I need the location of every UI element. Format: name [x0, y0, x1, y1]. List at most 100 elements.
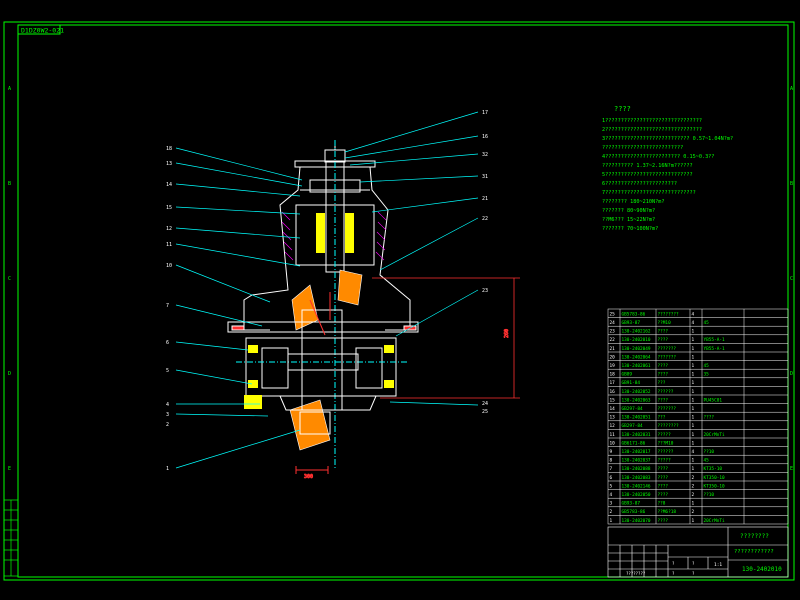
bom-cell: 1 — [692, 363, 695, 369]
bom-cell: 15 — [610, 397, 616, 403]
balloon-number: 12 — [166, 226, 172, 232]
bom-cell: 7 — [610, 466, 613, 472]
bom-cell: 130-2402010 — [622, 337, 651, 343]
revision-strip — [3, 499, 19, 577]
balloon-number: 4 — [166, 402, 169, 408]
note-line: ??????? 80~90N?m? — [602, 208, 655, 214]
bom-cell: 22 — [610, 337, 616, 343]
bom-cell: 2 — [692, 475, 695, 481]
bom-cell: ???? — [658, 372, 669, 378]
balloon-number: 6 — [166, 340, 169, 346]
svg-text:A: A — [790, 86, 793, 92]
note-line: 2??????????????????????????????? — [602, 127, 702, 133]
bom-cell: 130-2402017 — [622, 449, 651, 455]
note-line: 1??????????????????????????????? — [602, 118, 702, 124]
drawing-title: ???????? — [740, 533, 769, 540]
bom-cell: 130-2402063 — [622, 397, 651, 403]
svg-text:D1DZ0W2-021: D1DZ0W2-021 — [21, 27, 64, 35]
bom-cell: 4 — [692, 320, 695, 326]
bom-cell: 1 — [692, 372, 695, 378]
bom-cell: 2 — [692, 492, 695, 498]
bom-cell: ???? — [658, 518, 669, 524]
bom-cell: 1 — [692, 346, 695, 352]
balloon-number: 2 — [166, 422, 169, 428]
bom-cell: 45 — [704, 320, 710, 326]
bom-cell: 20CrMnTi — [704, 432, 726, 438]
bom-cell: ????? — [658, 432, 672, 438]
bom-cell: 130-2402051 — [622, 415, 651, 421]
bom-cell: GB297-84 — [622, 423, 644, 429]
bom-cell: 130-2402162 — [622, 329, 651, 335]
bom-cell: PU45C01 — [704, 397, 723, 403]
bom-cell: KT350-10 — [704, 475, 726, 481]
bom-cell: GB93-87 — [622, 501, 641, 507]
technical-notes: ???? 1??????????????????????????????? 2?… — [602, 105, 733, 232]
bom-cell: 1 — [692, 397, 695, 403]
bom-cell: 20CrMnTi — [704, 518, 726, 524]
bom-cell: 130-2402049 — [622, 346, 651, 352]
bom-cell: GB89 — [622, 372, 633, 378]
bom-cell: ???? — [658, 397, 669, 403]
bom-cell: 19 — [610, 363, 616, 369]
bom-cell: GB297-84 — [622, 406, 644, 412]
bom-cell: 9 — [610, 449, 613, 455]
svg-text:B: B — [790, 181, 793, 187]
code-tag: D1DZ0W2-021 — [17, 24, 64, 35]
bom-cell: ??10 — [704, 492, 715, 498]
balloon-number: 17 — [482, 110, 488, 116]
balloon-number: 15 — [166, 205, 172, 211]
bom-grid — [607, 308, 789, 525]
bom-cell: 12 — [610, 423, 616, 429]
bom-cell: 130-2402088 — [622, 466, 651, 472]
balloon-number: 23 — [482, 288, 488, 294]
note-line: ?????????????????????????? — [602, 145, 683, 151]
bom-cell: ??????? — [658, 354, 677, 360]
bom-cell: ???????? — [658, 311, 680, 317]
balloon-number: 18 — [166, 146, 172, 152]
bom-cell: ??M10 — [658, 320, 672, 326]
bom-cell: GB93-87 — [622, 320, 641, 326]
svg-text:A: A — [8, 86, 11, 92]
bom-cell: 45 — [704, 363, 710, 369]
upper-housing — [243, 166, 411, 331]
bom-cell: 10 — [610, 440, 616, 446]
bom-cell: 21 — [610, 346, 616, 352]
svg-text:D: D — [790, 371, 793, 377]
input-shaft — [325, 140, 345, 470]
assembly-section-view — [227, 140, 419, 474]
bom-cell: 35 — [704, 372, 710, 378]
bottom-pinion — [295, 411, 331, 474]
balloon-number: 32 — [482, 152, 488, 158]
bom-cell: ???? — [658, 466, 669, 472]
bom-cell: 14 — [610, 406, 616, 412]
bom-cell: 16 — [610, 389, 616, 395]
note-line: 5???????????????????????????? — [602, 172, 693, 178]
balloon-number: 24 — [482, 401, 488, 407]
balloon-number: 16 — [482, 134, 488, 140]
bom-cell: 20 — [610, 354, 616, 360]
bom-cell: 45 — [704, 458, 710, 464]
bom-cell: GB6171-86 — [622, 440, 646, 446]
lower-bearings — [244, 345, 394, 409]
bom-cell: 130-2402061 — [622, 363, 651, 369]
balloon-number: 5 — [166, 368, 169, 374]
balloon-number: 10 — [166, 263, 172, 269]
bom-cell: 1 — [692, 354, 695, 360]
bom-cell: 1 — [692, 501, 695, 507]
leader-lines — [175, 111, 479, 469]
output-axle — [236, 353, 408, 371]
bom-cell: ???? — [658, 363, 669, 369]
bom-cell: 1 — [692, 423, 695, 429]
bom-cell: 2 — [692, 483, 695, 489]
bom-cell: 1 — [692, 440, 695, 446]
bom-cell: 1 — [692, 329, 695, 335]
bom-cell: 24 — [610, 320, 616, 326]
bom-cell: 130-2402031 — [622, 432, 651, 438]
scale-value: 1:1 — [714, 562, 722, 568]
bom-cell: 130-2402037 — [622, 458, 651, 464]
note-line: ??M6??? 15~22N?m? — [602, 217, 655, 223]
housing-hatching — [281, 211, 387, 261]
bom-cell: GB5783-86 — [622, 509, 646, 515]
